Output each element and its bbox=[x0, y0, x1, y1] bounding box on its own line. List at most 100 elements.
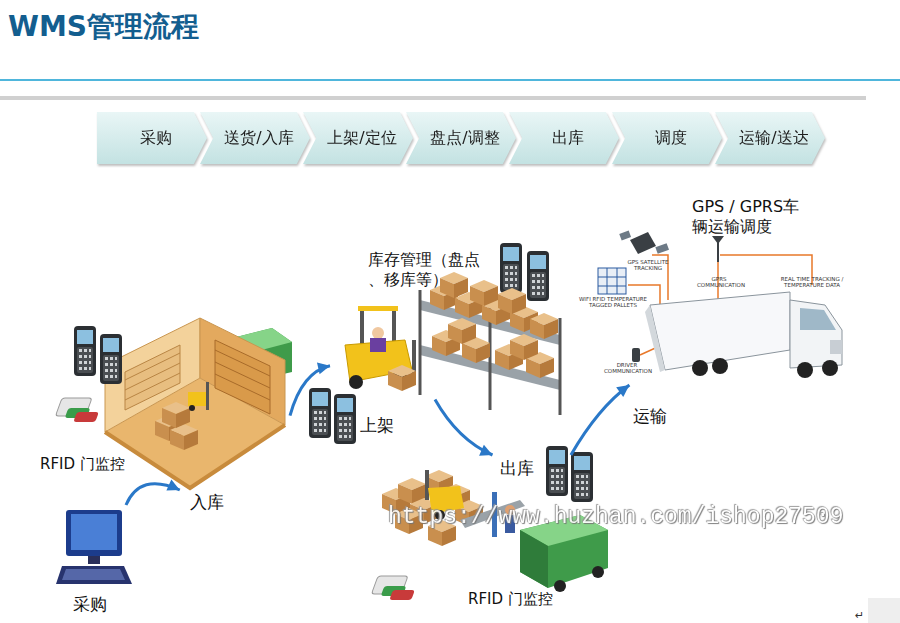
step-label: 盘点/调整 bbox=[430, 128, 499, 149]
warehouse-illustration bbox=[125, 345, 180, 410]
stage-label: 出库 bbox=[500, 458, 534, 479]
outbound-illustration bbox=[554, 580, 566, 592]
warehouse-illustration bbox=[105, 318, 292, 488]
rfid-cards bbox=[371, 576, 414, 600]
warehouse-illustration bbox=[105, 425, 285, 488]
truck-gps-illustration bbox=[830, 340, 842, 354]
rfid-caption: RFID 门监控 bbox=[468, 591, 553, 608]
stage-label: 库存管理（盘点 、移库等） bbox=[368, 250, 486, 290]
return-mark: ↵ bbox=[855, 610, 864, 623]
process-chevron: 送货/入库 bbox=[200, 112, 310, 164]
chevron-text-box: 盘点/调整 bbox=[406, 112, 516, 164]
stage-label: 采购 bbox=[73, 594, 107, 615]
computer-icon bbox=[56, 510, 132, 584]
handheld-terminals bbox=[500, 243, 522, 293]
rfid-cards bbox=[55, 398, 98, 422]
storage-racks bbox=[448, 318, 476, 344]
outbound-illustration bbox=[520, 530, 548, 588]
arrow-head bbox=[616, 385, 629, 397]
step-label: 送货/入库 bbox=[224, 128, 293, 149]
storage-racks bbox=[420, 272, 560, 415]
truck-gps-illustration bbox=[630, 232, 656, 254]
page-title: WMS管理流程 bbox=[8, 8, 199, 46]
truck-gps-illustration bbox=[800, 308, 836, 330]
truck-gps-illustration bbox=[632, 348, 640, 362]
watermark: https://www.huzhan.com/ishop27509 bbox=[388, 504, 843, 530]
arrow-label: 运输 bbox=[633, 407, 667, 427]
chevron-text-box: 出库 bbox=[509, 112, 619, 164]
forklift-illustration bbox=[345, 306, 416, 391]
handheld-terminals bbox=[74, 243, 593, 502]
arrow-head bbox=[317, 363, 330, 375]
truck-gps-illustration bbox=[692, 360, 708, 376]
handheld-terminals bbox=[527, 251, 549, 301]
truck-gps-illustration bbox=[797, 362, 813, 378]
flow-arrow bbox=[571, 385, 630, 455]
process-chevron: 采购 bbox=[97, 112, 207, 164]
chevron-text-box: 调度 bbox=[612, 112, 722, 164]
header-rules bbox=[0, 79, 900, 623]
forklift-illustration bbox=[349, 375, 363, 389]
computer-icon bbox=[88, 556, 100, 564]
chevron-text-box: 采购 bbox=[97, 112, 207, 164]
handheld-terminals bbox=[100, 334, 122, 384]
flow-arrow bbox=[126, 480, 180, 505]
outbound-illustration bbox=[425, 470, 429, 500]
forklift-illustration bbox=[370, 338, 386, 352]
illustration-node: 采购 bbox=[58, 505, 143, 617]
computer-icon bbox=[56, 566, 132, 584]
tiny-caption: REAL TIME TRACKING / TEMPERATURE DATA bbox=[772, 276, 852, 289]
arrow-head bbox=[479, 445, 492, 456]
handheld-terminals bbox=[571, 452, 593, 502]
warehouse-illustration bbox=[125, 373, 180, 400]
handheld-terminals bbox=[334, 394, 356, 444]
stage-label: 入库 bbox=[190, 492, 224, 513]
step-label: 出库 bbox=[552, 128, 584, 149]
warehouse-illustration bbox=[170, 424, 198, 450]
warehouse-illustration bbox=[162, 402, 190, 428]
stage-label: 上架 bbox=[360, 415, 394, 436]
process-chevron: 上架/定位 bbox=[303, 112, 413, 164]
flow-curve bbox=[435, 400, 493, 456]
chevron-text-box: 运输/送达 bbox=[715, 112, 825, 164]
rfid-caption: RFID 门监控 bbox=[40, 456, 125, 473]
storage-racks bbox=[470, 280, 498, 306]
process-chevron: 运输/送达 bbox=[715, 112, 825, 164]
storage-racks bbox=[530, 313, 558, 339]
truck-gps-illustration bbox=[598, 286, 626, 287]
illustration-node: 库存管理（盘点 、移库等） bbox=[360, 245, 570, 415]
truck-gps-illustration bbox=[712, 236, 724, 244]
step-label: 采购 bbox=[140, 128, 172, 149]
outbound-illustration bbox=[382, 470, 608, 592]
tiny-caption: GPRS COMMUNICATION bbox=[697, 276, 741, 289]
computer-icon bbox=[62, 569, 125, 580]
step-label: 运输/送达 bbox=[739, 128, 808, 149]
tiny-caption: WIFI RFID TEMPERATURE TAGGED PALLETS bbox=[578, 296, 648, 309]
computer-icon bbox=[71, 514, 117, 550]
process-chevron: 盘点/调整 bbox=[406, 112, 516, 164]
handheld-terminals bbox=[546, 446, 568, 496]
truck-gps-illustration bbox=[617, 268, 618, 294]
illustration-node: GPS / GPRS车 辆运输调度 bbox=[600, 195, 845, 385]
warehouse-illustration bbox=[188, 392, 206, 406]
stage-label: GPS / GPRS车 辆运输调度 bbox=[692, 197, 820, 237]
forklift-illustration bbox=[358, 306, 398, 311]
truck-gps-illustration bbox=[619, 230, 631, 240]
truck-gps-illustration bbox=[598, 277, 626, 278]
chevron-text-box: 送货/入库 bbox=[200, 112, 310, 164]
warehouse-illustration bbox=[189, 405, 195, 411]
step-label: 调度 bbox=[655, 128, 687, 149]
flow-curve bbox=[571, 385, 630, 455]
rfid-cards bbox=[55, 398, 414, 600]
step-label: 上架/定位 bbox=[327, 128, 396, 149]
flow-arrow bbox=[290, 363, 330, 416]
handheld-terminals bbox=[309, 388, 331, 438]
truck-gps-illustration bbox=[712, 358, 728, 374]
truck-gps-illustration bbox=[598, 268, 626, 294]
warehouse-illustration bbox=[200, 318, 285, 425]
warehouse-illustration bbox=[215, 362, 270, 388]
chevron-text-box: 上架/定位 bbox=[303, 112, 413, 164]
storage-racks bbox=[498, 288, 526, 314]
truck-gps-illustration bbox=[645, 305, 665, 372]
